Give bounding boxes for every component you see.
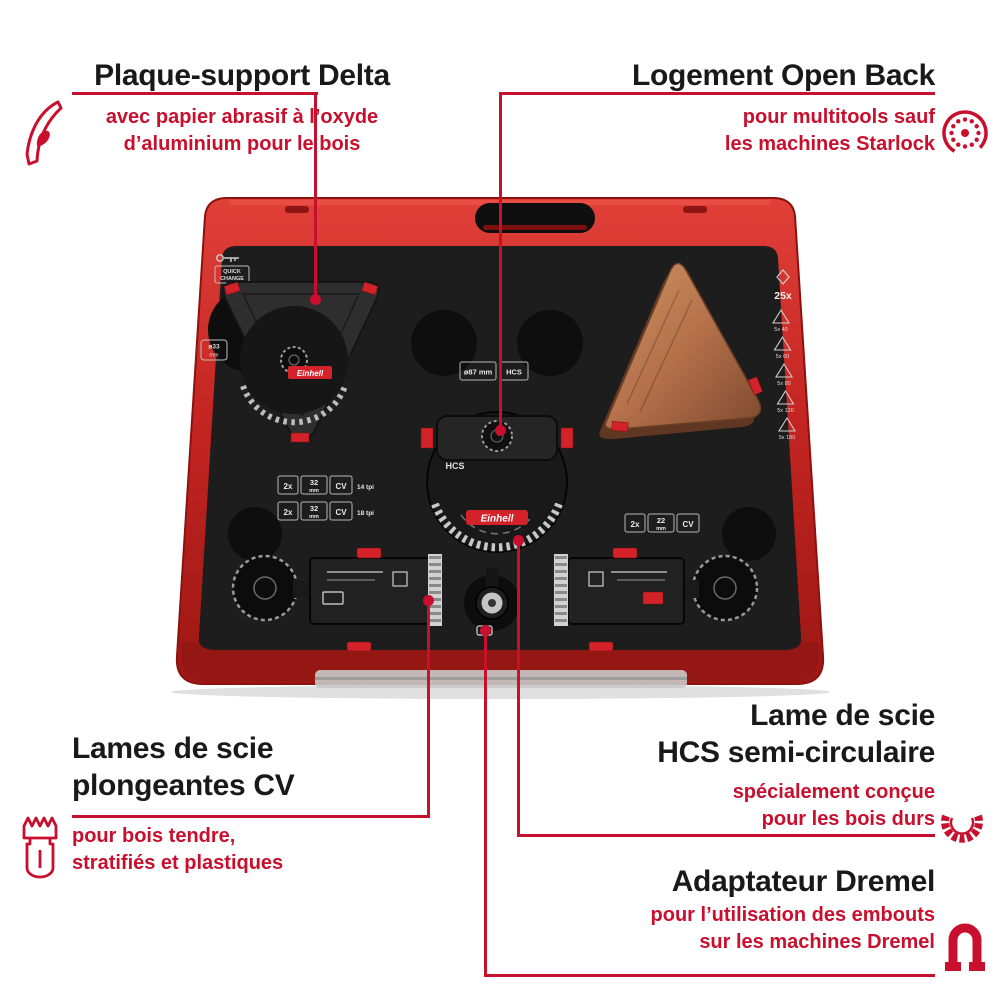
leader-line bbox=[499, 92, 935, 95]
delta-sanding-plate: Einhell bbox=[222, 281, 380, 443]
svg-text:2x: 2x bbox=[284, 482, 293, 491]
svg-text:ø87 mm: ø87 mm bbox=[464, 368, 493, 377]
hcs-semicircle-icon bbox=[941, 814, 983, 843]
dremel-adapter-icon bbox=[945, 923, 985, 971]
svg-text:2x: 2x bbox=[631, 520, 640, 529]
svg-text:CV: CV bbox=[335, 482, 347, 491]
svg-text:5x 40: 5x 40 bbox=[774, 327, 787, 333]
svg-text:mm: mm bbox=[209, 353, 219, 359]
brand-blade bbox=[466, 510, 528, 525]
callout-open-back: Logement Open Back pour multitools sauf … bbox=[535, 57, 935, 158]
leader-line bbox=[72, 92, 318, 95]
dremel-adapter bbox=[475, 568, 509, 636]
callout-subtitle: pour multitools sauf bbox=[742, 106, 935, 128]
svg-text:ø33: ø33 bbox=[208, 344, 220, 351]
svg-text:Einhell: Einhell bbox=[297, 369, 324, 378]
callout-dot bbox=[480, 625, 491, 636]
svg-text:5x 80: 5x 80 bbox=[777, 381, 790, 387]
latch-rail-line bbox=[315, 677, 687, 680]
leader-line bbox=[499, 92, 502, 431]
hcs-semicircular-blade: HCS Einhell bbox=[420, 411, 574, 553]
leader-line bbox=[427, 600, 430, 818]
product-case: QUICK CHANGE ø33 mm 25x 5x 40 5x 60 5x 8… bbox=[171, 197, 831, 699]
leader-line bbox=[484, 974, 935, 977]
callout-title: HCS semi-circulaire bbox=[657, 736, 935, 769]
svg-text:5x 180: 5x 180 bbox=[779, 435, 796, 441]
svg-text:32: 32 bbox=[310, 478, 318, 487]
svg-text:CV: CV bbox=[335, 508, 347, 517]
leader-line bbox=[517, 540, 520, 837]
callout-subtitle: d’aluminium pour le bois bbox=[123, 133, 361, 155]
svg-text:18 tpi: 18 tpi bbox=[357, 510, 374, 517]
foam-clips bbox=[346, 641, 614, 652]
callout-subtitle: avec papier abrasif à l’oxyde bbox=[105, 106, 379, 128]
callout-dot bbox=[310, 294, 321, 305]
plunge-blade-right bbox=[554, 547, 759, 626]
callout-plunge-blades: Lames de scie plongeantes CV pour bois t… bbox=[72, 730, 452, 877]
svg-text:25x: 25x bbox=[774, 290, 792, 302]
callout-subtitle: sur les machines Dremel bbox=[699, 931, 935, 953]
open-back-icon bbox=[942, 110, 988, 156]
case-handle-lip bbox=[483, 225, 587, 230]
dia33-badge: ø33 mm bbox=[200, 339, 228, 361]
callout-dot bbox=[513, 535, 524, 546]
svg-text:CV: CV bbox=[682, 520, 694, 529]
svg-text:5x 120: 5x 120 bbox=[777, 408, 794, 414]
grit-list bbox=[772, 308, 796, 432]
callout-title: Plaque-support Delta bbox=[94, 59, 390, 92]
brand-plate bbox=[288, 366, 332, 379]
leader-line bbox=[484, 630, 487, 977]
svg-text:HCS: HCS bbox=[506, 368, 522, 377]
svg-text:2x: 2x bbox=[284, 508, 293, 517]
callout-dot bbox=[423, 595, 434, 606]
svg-text:CHANGE: CHANGE bbox=[220, 276, 244, 282]
svg-text:5x 60: 5x 60 bbox=[776, 354, 789, 360]
spec-left-row1: 2x 32 mm CV 14 tpi bbox=[277, 475, 374, 495]
callout-subtitle: les machines Starlock bbox=[724, 133, 935, 155]
foam-cutout bbox=[228, 507, 282, 561]
callout-subtitle: pour l’utilisation des embouts bbox=[650, 904, 935, 926]
callout-title: Lames de scie bbox=[72, 732, 274, 765]
callout-dot bbox=[495, 425, 506, 436]
plunge-blade-left bbox=[231, 547, 442, 626]
case-top-slot-left bbox=[285, 206, 309, 213]
sandpaper-stack bbox=[599, 262, 763, 440]
svg-text:14 tpi: 14 tpi bbox=[357, 484, 374, 491]
callout-subtitle: spécialement conçue bbox=[732, 781, 935, 803]
callout-subtitle: pour les bois durs bbox=[761, 808, 935, 830]
callout-delta-plate: Plaque-support Delta avec papier abrasif… bbox=[62, 57, 422, 158]
foam-cutout bbox=[517, 310, 583, 376]
callout-subtitle: stratifiés et plastiques bbox=[72, 852, 284, 874]
svg-text:QUICK: QUICK bbox=[223, 269, 241, 275]
foam-cutout bbox=[722, 507, 776, 561]
svg-text:mm: mm bbox=[309, 488, 319, 494]
key-icon bbox=[216, 254, 239, 262]
leader-line bbox=[314, 92, 317, 300]
leader-line bbox=[72, 815, 430, 818]
callout-title: plongeantes CV bbox=[72, 769, 295, 802]
svg-text:mm: mm bbox=[309, 514, 319, 520]
foam-cutout bbox=[411, 310, 477, 376]
svg-text:Einhell: Einhell bbox=[481, 514, 514, 525]
plunge-blade-icon bbox=[22, 816, 58, 879]
callout-dremel-adapter: Adaptateur Dremel pour l’utilisation des… bbox=[485, 863, 936, 956]
svg-text:mm: mm bbox=[656, 526, 666, 532]
grit-labels: 5x 40 5x 60 5x 80 5x 120 5x 180 bbox=[774, 327, 795, 441]
case-top-slot-right bbox=[683, 206, 707, 213]
svg-text:32: 32 bbox=[310, 504, 318, 513]
spec-left-row2: 2x 32 mm CV 18 tpi bbox=[277, 501, 374, 521]
callout-title: Logement Open Back bbox=[632, 59, 935, 92]
svg-text:HCS: HCS bbox=[445, 461, 464, 471]
svg-text:22: 22 bbox=[657, 516, 665, 525]
callout-title: Lame de scie bbox=[750, 699, 935, 732]
callout-title: Adaptateur Dremel bbox=[671, 865, 936, 898]
callout-subtitle: pour bois tendre, bbox=[72, 825, 236, 847]
delta-plate-icon bbox=[25, 100, 63, 166]
case-shadow bbox=[171, 685, 831, 699]
leader-line bbox=[517, 834, 935, 837]
sandpaper-count: 25x bbox=[774, 269, 792, 302]
callout-hcs-blade: Lame de scie HCS semi-circulaire spécial… bbox=[500, 697, 935, 833]
spec-right-row: 2x 22 mm CV bbox=[624, 513, 700, 533]
